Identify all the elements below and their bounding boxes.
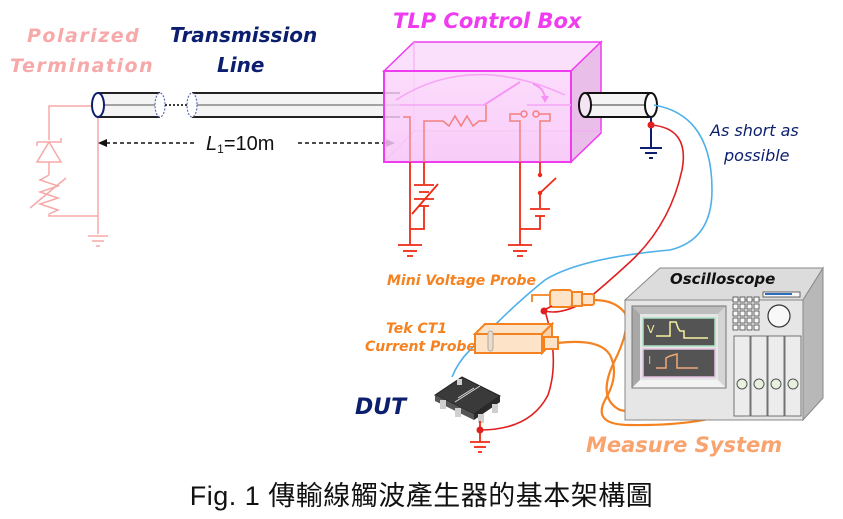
scope-screen-i xyxy=(642,348,716,378)
current-probe-label-2: Current Probe xyxy=(365,339,476,355)
termination-label-1: Polarized xyxy=(27,25,140,47)
dut-ground xyxy=(470,421,490,453)
figure-caption: Fig. 1 傳輸線觸波產生器的基本架構圖 xyxy=(189,481,654,511)
transmission-line-cable xyxy=(91,92,400,118)
measure-system-label: Measure System xyxy=(586,433,782,457)
current-probe xyxy=(472,321,559,356)
control-box-label: TLP Control Box xyxy=(393,9,583,33)
voltage-probe-label: Mini Voltage Probe xyxy=(387,273,536,289)
transmission-label-2: Line xyxy=(217,53,264,77)
oscilloscope: V I Oscilloscope xyxy=(623,266,824,422)
dut-label: DUT xyxy=(355,395,408,420)
scope-screen-v xyxy=(642,317,716,347)
blue-signal-cable xyxy=(451,104,713,378)
scope-v-label: V xyxy=(647,323,655,336)
termination-label-2: Termination xyxy=(10,55,154,77)
length-label: L1=10m xyxy=(206,133,274,156)
dut-chip xyxy=(433,376,501,423)
oscilloscope-label: Oscilloscope xyxy=(670,270,775,288)
scope-i-label: I xyxy=(648,354,651,367)
trigger-circuit xyxy=(508,162,557,257)
charging-circuit xyxy=(398,162,439,257)
mini-voltage-probe xyxy=(531,289,595,315)
short-note-line-2: possible xyxy=(723,146,790,165)
red-ground-cable xyxy=(544,124,685,313)
transmission-label-1: Transmission xyxy=(170,23,317,47)
short-note-line-1: As short as xyxy=(709,121,799,140)
length-dimension: L1=10m xyxy=(98,133,395,156)
cable-end-left xyxy=(91,92,105,118)
tlp-control-box xyxy=(382,40,603,164)
current-probe-label-1: Tek CT1 xyxy=(386,321,447,337)
output-cable xyxy=(578,92,662,159)
polarized-termination xyxy=(29,105,108,247)
scope-knob xyxy=(767,304,791,328)
